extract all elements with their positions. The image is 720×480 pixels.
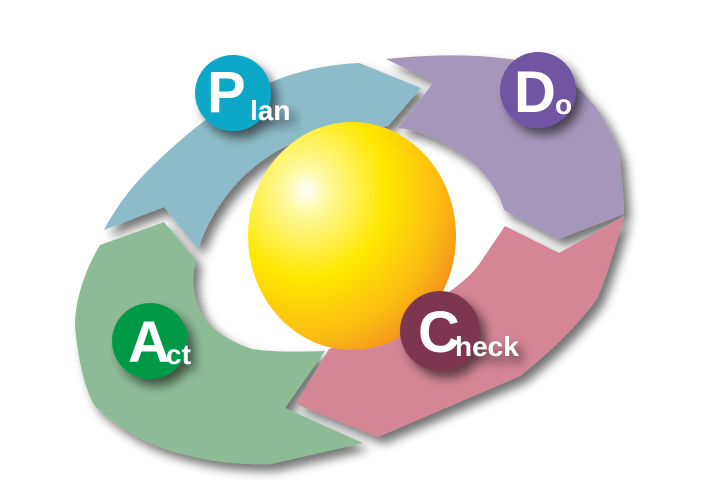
- act-initial: A: [128, 310, 170, 375]
- act-arrow: [75, 222, 363, 465]
- act-rest: ct: [166, 339, 191, 370]
- do-initial: D: [514, 60, 556, 125]
- center-sphere: [248, 122, 456, 350]
- check-initial: C: [418, 300, 460, 365]
- plan-arrow: [104, 63, 421, 249]
- do-badge: D o: [500, 52, 576, 128]
- plan-badge: P lan: [195, 55, 290, 131]
- check-badge: C heck: [400, 291, 519, 371]
- plan-initial: P: [207, 60, 246, 125]
- act-badge: A ct: [112, 303, 191, 379]
- check-rest: heck: [455, 331, 519, 362]
- do-rest: o: [555, 89, 572, 120]
- plan-rest: lan: [250, 95, 290, 126]
